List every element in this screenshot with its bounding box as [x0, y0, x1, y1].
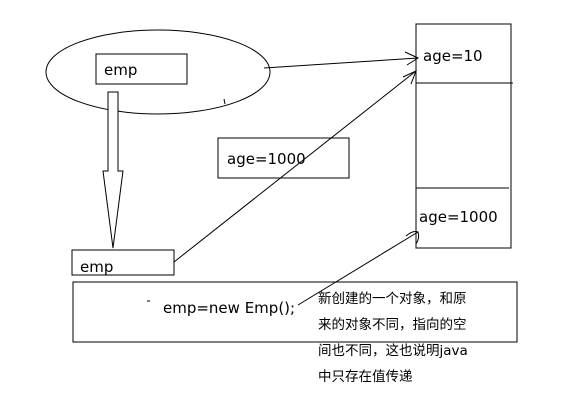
scope-ellipse	[45, 29, 271, 115]
code-box	[72, 281, 518, 343]
arrow-top-emp-to-heap	[263, 57, 419, 69]
arrow-code-to-new-object	[297, 231, 419, 306]
stack-bottom-label: emp	[80, 258, 114, 276]
stack-bottom-box	[71, 249, 175, 276]
middle-box	[217, 137, 350, 179]
heap-bottom-label: age=1000	[419, 208, 498, 226]
down-arrow	[102, 91, 124, 249]
code-label: emp=new Emp();	[163, 299, 296, 317]
arrow-head-heap-top-2	[402, 70, 417, 85]
ellipse-tick	[223, 98, 226, 105]
annotation-text: 新创建的一个对象，和原 来的对象不同，指向的空 间也不同，这也说明java 中只…	[318, 291, 468, 385]
stack-top-box	[95, 53, 188, 85]
middle-box-label: age=1000	[227, 150, 306, 168]
arrow-head-heap-top-1	[404, 51, 420, 66]
heap-top-label: age=10	[423, 47, 483, 65]
heap-area	[415, 23, 512, 249]
stack-top-label: emp	[104, 61, 138, 79]
arrow-bottom-emp-to-heap	[173, 70, 417, 263]
arrow-head-new-object	[405, 231, 420, 245]
